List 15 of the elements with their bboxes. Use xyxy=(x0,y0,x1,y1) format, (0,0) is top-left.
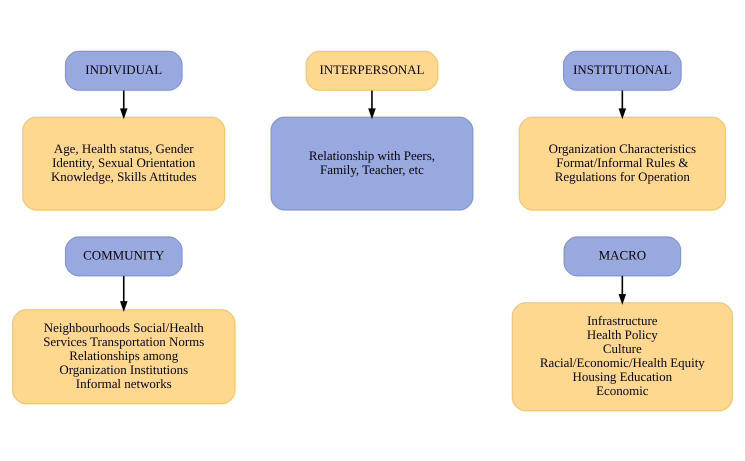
node-box: Relationship with Peers, Family, Teacher, etc xyxy=(270,116,474,210)
arrow xyxy=(618,90,626,119)
node-box: Infrastructure Health Policy Culture Racial/Economic/Health Equity Housing Education Economic xyxy=(512,302,733,411)
node-box: INDIVIDUAL xyxy=(64,50,183,90)
arrow xyxy=(120,275,128,312)
node-box: INTERPERSONAL xyxy=(306,50,438,90)
node-box: Neighbourhoods Social/Health Services Transportation Norms Relationships among Organization Institutions Informal networks xyxy=(12,308,236,404)
arrow xyxy=(618,275,626,304)
arrow xyxy=(120,90,128,119)
node-box: MACRO xyxy=(564,236,682,276)
node-box: Age, Health status, Gender Identity, Sexual Orientation Knowledge, Skills Attitudes xyxy=(22,116,226,210)
node-box: Organization Characteristics Format/Informal Rules & Regulations for Operation xyxy=(518,116,726,210)
arrow xyxy=(368,90,376,119)
node-box: INSTITUTIONAL xyxy=(562,50,682,90)
node-box: COMMUNITY xyxy=(64,236,183,276)
